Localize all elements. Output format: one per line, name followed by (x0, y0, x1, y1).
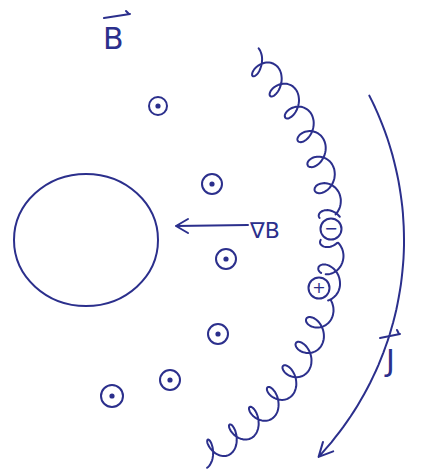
charge-sign: − (319, 221, 343, 237)
out-of-page-symbols (101, 97, 236, 407)
field-label: B (103, 24, 124, 54)
planet-circle (14, 174, 158, 306)
vector-bar-b (104, 11, 130, 18)
negative-charge: − (319, 217, 343, 241)
current-label: J (386, 346, 395, 376)
gyration-helix (207, 48, 343, 468)
charge-sign: + (307, 280, 331, 296)
gradient-arrow (176, 219, 248, 233)
positive-charge: + (307, 276, 331, 300)
current-arrow (319, 96, 404, 457)
gradient-label: ∇B (250, 220, 280, 242)
